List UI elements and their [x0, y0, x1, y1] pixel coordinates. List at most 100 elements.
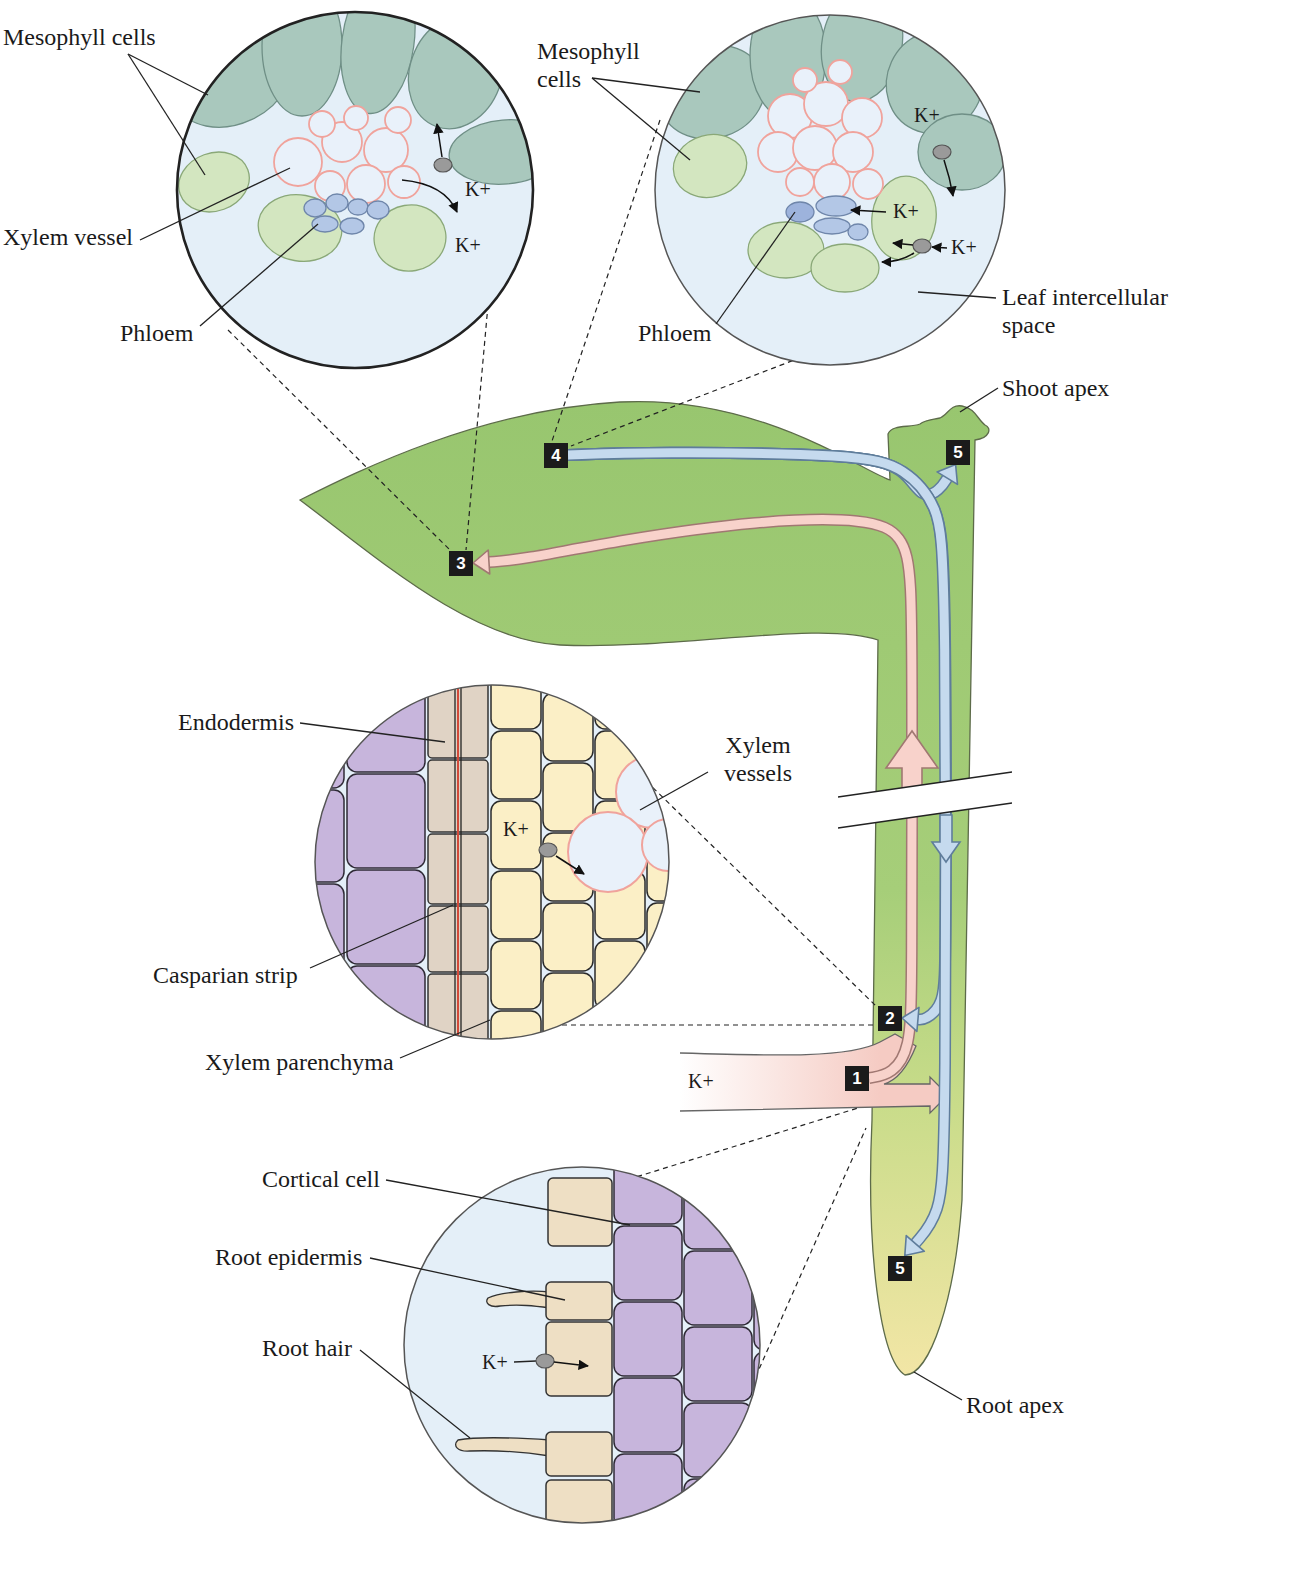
zoom-guide [552, 120, 660, 441]
phloem-cell [816, 196, 856, 216]
leader-line [592, 78, 690, 160]
ion-arrow [437, 124, 442, 157]
cortical-cell [292, 976, 344, 1056]
lens-rim [655, 15, 1005, 365]
ion-arrow [944, 160, 953, 196]
ion-label: K+ [893, 200, 919, 223]
callout-number: 4 [551, 447, 560, 464]
arrow-head [937, 465, 957, 485]
break-edge [838, 772, 1012, 797]
parenchyma-cell [491, 661, 541, 729]
parenchyma-cell [595, 1011, 645, 1079]
strip-edge [454, 680, 455, 1050]
cortical-cell [614, 1226, 682, 1300]
parenchyma-cell [491, 941, 541, 1009]
mesophyll-cell [253, 188, 347, 268]
ion-arrow [932, 247, 947, 248]
part-label: Endodermis [178, 709, 294, 737]
parenchyma-cell [647, 903, 697, 971]
part-label: Mesophyll cells [537, 38, 662, 93]
xylem-vessel [274, 138, 322, 186]
phloem-flow-head [932, 815, 960, 862]
leader-line [400, 1020, 490, 1058]
part-label: Root epidermis [215, 1244, 362, 1272]
transporter [913, 239, 931, 253]
epidermal-cell [546, 1432, 612, 1476]
mesophyll-cell [666, 126, 754, 205]
phloem-cell [326, 194, 348, 212]
leader-line [716, 212, 795, 324]
arrow-head [905, 1236, 925, 1256]
parenchyma-cell [491, 1011, 541, 1079]
cortical-cell [684, 1403, 752, 1477]
casparian-strip [457, 680, 459, 1050]
cortical-cell [614, 1454, 682, 1528]
strip-edge [460, 680, 461, 1050]
part-label: Mesophyll cells [3, 24, 156, 52]
zoom-guide [620, 1108, 858, 1182]
xylem-vessel [853, 169, 883, 199]
magnified-view [292, 661, 730, 1111]
leader-line [960, 388, 998, 412]
epidermal-cell [546, 1282, 612, 1320]
leader-line [128, 54, 208, 95]
phloem-cell [348, 199, 368, 215]
lens-ground [404, 1167, 760, 1523]
leader-line [200, 224, 318, 326]
leader-line [914, 1372, 962, 1400]
part-label: Shoot apex [1002, 375, 1109, 403]
ion-path [514, 1361, 536, 1362]
ion-arrow [556, 856, 584, 874]
callout-box: 5 [946, 440, 970, 465]
cortical-cell [347, 870, 425, 964]
cortical-cell [754, 1428, 822, 1502]
part-label: Xylem vessel [3, 224, 133, 252]
mesophyll-cell [811, 244, 879, 292]
root-hair [456, 1438, 550, 1456]
leader-line [918, 292, 996, 298]
callout-box: 3 [449, 551, 473, 576]
callout-number: 5 [953, 444, 962, 461]
xylem-vessel [309, 111, 335, 137]
ion-label: K+ [482, 1351, 508, 1374]
part-label: Root hair [262, 1335, 352, 1363]
arrow-fill [568, 453, 946, 1020]
transport-arrow [568, 453, 946, 1256]
break-edge [838, 803, 1012, 828]
cortical-cell [754, 1504, 822, 1578]
callout-box: 2 [878, 1006, 902, 1031]
part-label: Root apex [966, 1392, 1064, 1420]
leader-line [360, 1350, 470, 1438]
zoom-guide [466, 305, 488, 550]
ion-label: K+ [455, 234, 481, 257]
cortical-cell [347, 774, 425, 868]
xylem-vessel [650, 705, 730, 785]
leader-line [640, 772, 708, 810]
ion-arrow [882, 253, 914, 262]
leader-line [310, 905, 453, 968]
part-label: Xylem parenchyma [205, 1049, 394, 1077]
cortical-cell [292, 790, 344, 882]
transporter [539, 843, 557, 857]
parenchyma-cell [543, 903, 593, 971]
xylem-vessel [758, 132, 798, 172]
xylem-vessel [828, 60, 852, 84]
cortical-cell [614, 1302, 682, 1376]
cortical-cell [684, 1175, 752, 1249]
xylem-vessel [347, 165, 385, 203]
arrow-outline [568, 453, 946, 1020]
ion-label: K+ [465, 178, 491, 201]
lens-rim [315, 685, 669, 1039]
callout-box: 1 [845, 1066, 869, 1091]
parenchyma-cell [647, 973, 697, 1041]
cortical-cell [614, 1378, 682, 1452]
leader-line [386, 1180, 630, 1225]
plant-body [300, 402, 989, 1375]
part-label: Phloem [120, 320, 193, 348]
ion-arrow [893, 243, 913, 245]
callout-number: 2 [885, 1010, 894, 1027]
transporter [536, 1354, 554, 1368]
lens-rim [177, 12, 533, 368]
